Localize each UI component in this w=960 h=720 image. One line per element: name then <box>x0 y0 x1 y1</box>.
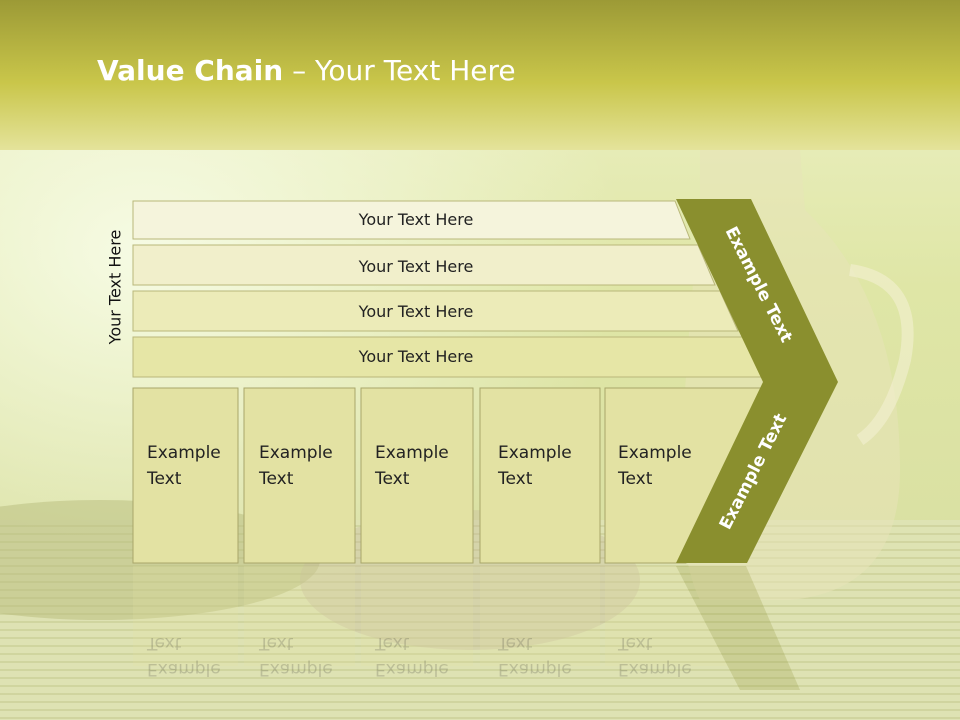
bar-2-label: Your Text Here <box>358 257 474 276</box>
cell-1 <box>132 387 239 564</box>
title-rest: – Your Text Here <box>283 54 516 87</box>
bar-3 <box>132 290 739 332</box>
bar-1-label: Your Text Here <box>358 210 474 229</box>
cell-2-reflect-1: Example <box>259 659 333 679</box>
title-bold: Value Chain <box>97 54 284 87</box>
chevron-arrow <box>676 199 838 563</box>
bar-4-label: Your Text Here <box>358 347 474 366</box>
cell-4-line-1: Example <box>498 443 572 463</box>
cell-3-line-2: Text <box>375 469 410 489</box>
cell-5-reflect-1: Example <box>618 659 692 679</box>
cell-2-line-1: Example <box>259 443 333 463</box>
cell-3-line-1: Example <box>375 443 449 463</box>
cell-4-line-2: Text <box>498 469 533 489</box>
cell-4-reflect-1: Example <box>498 659 572 679</box>
cell-5-reflection: Example Text <box>618 630 692 682</box>
cell-5-line-2: Text <box>618 469 653 489</box>
cell-4-reflection: Example Text <box>498 630 572 682</box>
cell-2-line-2: Text <box>259 469 294 489</box>
cell-1-line-2: Text <box>147 469 182 489</box>
cells-reflection <box>133 566 800 690</box>
bar-1 <box>132 200 691 240</box>
cell-3-reflection: Example Text <box>375 630 449 682</box>
cell-3 <box>360 387 474 564</box>
cell-3-reflect-2: Text <box>375 633 410 653</box>
cell-1-reflect-1: Example <box>147 659 221 679</box>
cell-2-reflection: Example Text <box>259 630 333 682</box>
page-title: Value Chain – Your Text Here <box>97 54 516 87</box>
cell-1-line-1: Example <box>147 443 221 463</box>
cell-1-reflect-2: Text <box>147 633 182 653</box>
cell-3-reflect-1: Example <box>375 659 449 679</box>
cell-5-reflect-2: Text <box>618 633 653 653</box>
cell-1-reflection: Example Text <box>147 630 221 682</box>
cell-5-line-1: Example <box>618 443 692 463</box>
bar-2 <box>132 244 716 286</box>
bar-3-label: Your Text Here <box>358 302 474 321</box>
cell-4-reflect-2: Text <box>498 633 533 653</box>
cell-2 <box>243 387 356 564</box>
cell-4 <box>479 387 601 564</box>
cell-2-reflect-2: Text <box>259 633 294 653</box>
